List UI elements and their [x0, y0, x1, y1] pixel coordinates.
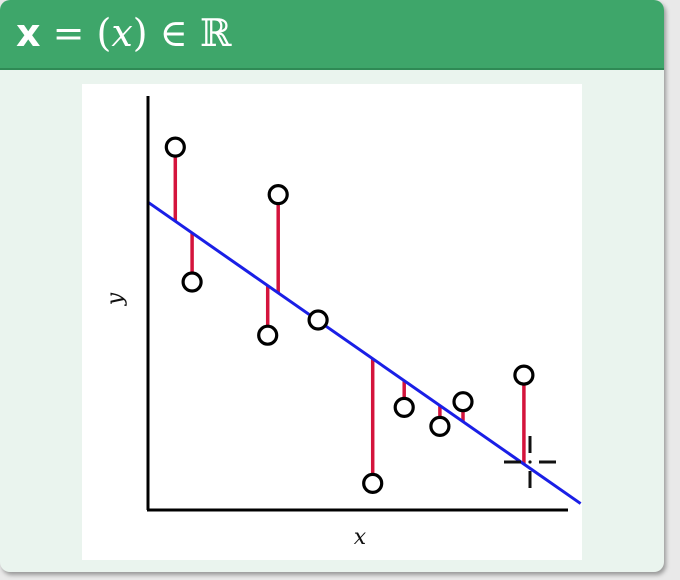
title-bold-x: x — [16, 11, 41, 55]
slide-title: x = (x) ∈ ℝ — [16, 10, 232, 56]
x-axis-label: x — [354, 525, 367, 550]
data-point — [164, 136, 186, 158]
regression-plot: x y — [103, 96, 582, 550]
data-point — [429, 415, 451, 437]
y-axis-label: y — [103, 292, 128, 306]
data-point — [257, 324, 279, 346]
slide-header: x = (x) ∈ ℝ — [0, 0, 664, 70]
data-point — [452, 391, 474, 413]
slide: x = (x) ∈ ℝ x y — [0, 0, 664, 572]
regression-line — [147, 200, 582, 505]
residual-lines — [173, 147, 526, 484]
data-point — [362, 472, 384, 494]
data-point — [307, 309, 329, 331]
data-point — [513, 364, 535, 386]
crosshair-cursor-icon — [504, 436, 556, 488]
data-point — [393, 396, 415, 418]
figure-panel: x y — [82, 84, 582, 560]
data-point — [267, 183, 289, 206]
title-member-of: ) ∈ — [132, 11, 200, 55]
title-real-set: ℝ — [199, 11, 232, 55]
title-var-x: x — [111, 11, 133, 55]
data-point — [181, 271, 203, 293]
title-equals: = ( — [40, 11, 112, 55]
data-points — [164, 136, 535, 494]
cursor-center — [528, 460, 532, 464]
